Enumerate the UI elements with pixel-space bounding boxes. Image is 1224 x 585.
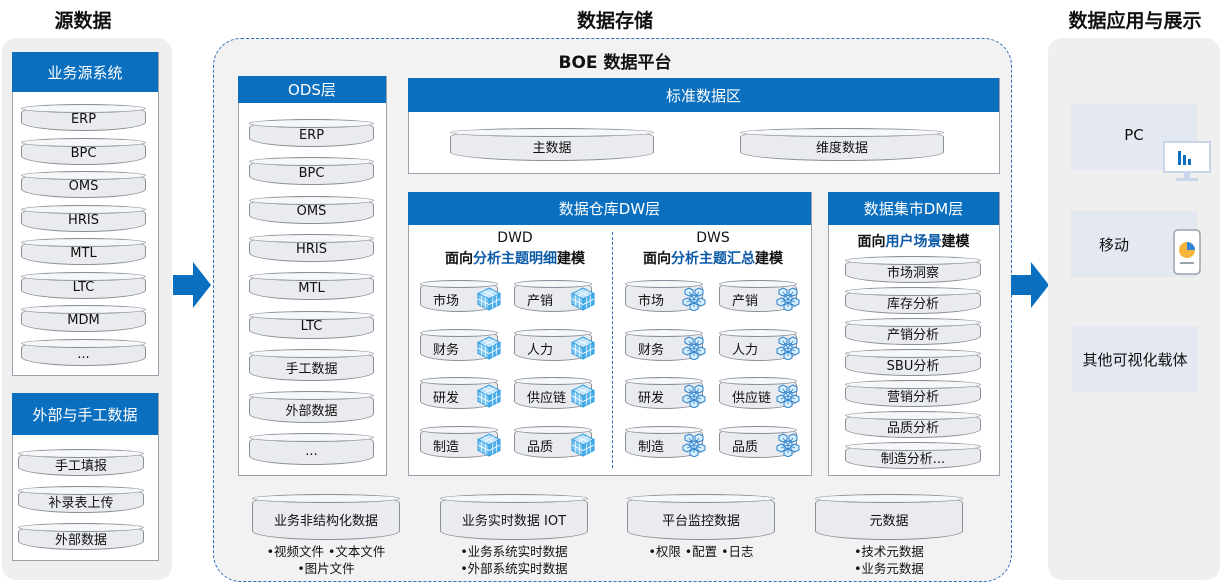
- dwd-topic-tile: 制造: [420, 425, 501, 458]
- dw-title: 数据仓库DW层: [408, 192, 811, 225]
- business-source-item: HRIS: [21, 204, 146, 232]
- cube-cluster-icon: [682, 432, 706, 457]
- bottom-note-line: •业务系统实时数据: [460, 544, 568, 559]
- business-source-item: ERP: [21, 104, 146, 131]
- business-source-item: LTC: [21, 271, 146, 299]
- cube-cluster-icon: [776, 384, 800, 408]
- cube-cluster-icon: [682, 384, 706, 408]
- master-data-cylinder: 主数据: [450, 128, 654, 161]
- ods-item: HRIS: [249, 233, 374, 262]
- dws-topic-tile: 产销: [719, 280, 800, 312]
- ods-item: LTC: [249, 310, 374, 339]
- dm-item: 产销分析: [845, 318, 981, 345]
- dm-item: 制造分析...: [845, 442, 981, 469]
- ods-title: ODS层: [238, 76, 386, 103]
- dwd-topic-tile: 市场: [420, 280, 501, 312]
- dm-title: 数据集市DM层: [828, 192, 999, 225]
- ods-item: OMS: [249, 195, 374, 224]
- dm-item: 营销分析: [845, 380, 981, 407]
- dws-title: DWS: [696, 230, 730, 246]
- cube-grid-icon: [571, 335, 595, 360]
- dwd-topic-tile: 品质: [514, 425, 595, 458]
- dws-topic-tile: 人力: [719, 328, 800, 361]
- monitor-chart-icon: [1163, 141, 1211, 181]
- business-source-item: BPC: [21, 137, 146, 165]
- cube-grid-icon: [571, 287, 595, 311]
- bottom-data-cylinder: 业务非结构化数据: [252, 494, 400, 540]
- dwd-topic-tile: 财务: [420, 328, 501, 361]
- phone-pie-icon: [1173, 229, 1201, 275]
- dm-item: 品质分析: [845, 411, 981, 438]
- arrow-right-icon: [1011, 262, 1049, 308]
- std-area-title: 标准数据区: [408, 78, 999, 112]
- bottom-data-notes: •业务系统实时数据 •外部系统实时数据: [440, 543, 588, 577]
- external-data-item: 外部数据: [18, 523, 144, 550]
- dm-item: SBU分析: [845, 349, 981, 376]
- dws-topic-tile: 财务: [625, 328, 706, 361]
- other-visual-box: 其他可视化载体: [1072, 326, 1198, 392]
- ods-item: 手工数据: [249, 349, 374, 381]
- dwd-topic-tile: 产销: [514, 280, 595, 312]
- bottom-note-line: •权限 •配置 •日志: [648, 544, 754, 559]
- ods-item: BPC: [249, 157, 374, 186]
- platform-title: BOE 数据平台: [558, 53, 672, 73]
- bottom-note-line: •外部系统实时数据: [460, 561, 568, 576]
- dws-topic-tile: 供应链: [719, 377, 800, 409]
- dm-item: 市场洞察: [845, 256, 981, 283]
- cube-grid-icon: [477, 287, 501, 311]
- dm-item: 库存分析: [845, 287, 981, 314]
- cube-grid-icon: [571, 384, 595, 408]
- bottom-note-line: •视频文件 •文本文件: [266, 544, 386, 559]
- dwd-subtitle: 面向分析主题明细建模: [445, 251, 585, 267]
- cube-cluster-icon: [776, 287, 800, 311]
- ods-item: MTL: [249, 272, 374, 301]
- bottom-data-cylinder: 元数据: [815, 494, 963, 540]
- bottom-data-cylinder: 平台监控数据: [627, 494, 775, 540]
- cube-grid-icon: [477, 432, 501, 457]
- dwd-topic-tile: 研发: [420, 377, 501, 409]
- business-source-item: MDM: [21, 305, 146, 332]
- bottom-note-line: •图片文件: [297, 561, 355, 576]
- business-source-item: MTL: [21, 238, 146, 265]
- ods-item: ...: [249, 433, 374, 465]
- external-data-item: 手工填报: [18, 449, 144, 476]
- external-data-item: 补录表上传: [18, 486, 144, 513]
- dws-topic-tile: 市场: [625, 280, 706, 312]
- bottom-data-notes: •权限 •配置 •日志: [627, 543, 775, 560]
- bottom-data-notes: •技术元数据 •业务元数据: [815, 543, 963, 577]
- ods-item: 外部数据: [249, 391, 374, 423]
- cube-cluster-icon: [776, 432, 800, 457]
- cube-grid-icon: [571, 432, 595, 457]
- storage-heading: 数据存储: [576, 10, 653, 32]
- bottom-note-line: •技术元数据: [854, 544, 924, 559]
- dwd-dws-divider: [612, 232, 613, 468]
- dwd-topic-tile: 人力: [514, 328, 595, 361]
- business-source-item: OMS: [21, 171, 146, 198]
- cube-grid-icon: [477, 335, 501, 360]
- cube-cluster-icon: [682, 287, 706, 311]
- business-source-title: 业务源系统: [12, 52, 158, 92]
- cube-cluster-icon: [682, 335, 706, 360]
- app-heading: 数据应用与展示: [1068, 10, 1202, 32]
- arrow-right-icon: [173, 262, 211, 308]
- dimension-data-cylinder: 维度数据: [740, 128, 944, 161]
- bottom-note-line: •业务元数据: [854, 561, 924, 576]
- business-source-item: ...: [21, 338, 146, 366]
- ods-item: ERP: [249, 119, 374, 147]
- external-data-title: 外部与手工数据: [12, 393, 158, 435]
- dm-subtitle: 面向用户场景建模: [857, 234, 970, 250]
- dwd-topic-tile: 供应链: [514, 377, 595, 409]
- dws-topic-tile: 研发: [625, 377, 706, 409]
- source-heading: 源数据: [54, 10, 112, 32]
- dws-topic-tile: 制造: [625, 425, 706, 458]
- dws-topic-tile: 品质: [719, 425, 800, 458]
- dws-subtitle: 面向分析主题汇总建模: [643, 251, 783, 267]
- bottom-data-cylinder: 业务实时数据 IOT: [440, 494, 588, 540]
- bottom-data-notes: •视频文件 •文本文件 •图片文件: [252, 543, 400, 577]
- dwd-title: DWD: [497, 230, 533, 246]
- cube-grid-icon: [477, 384, 501, 408]
- cube-cluster-icon: [776, 335, 800, 360]
